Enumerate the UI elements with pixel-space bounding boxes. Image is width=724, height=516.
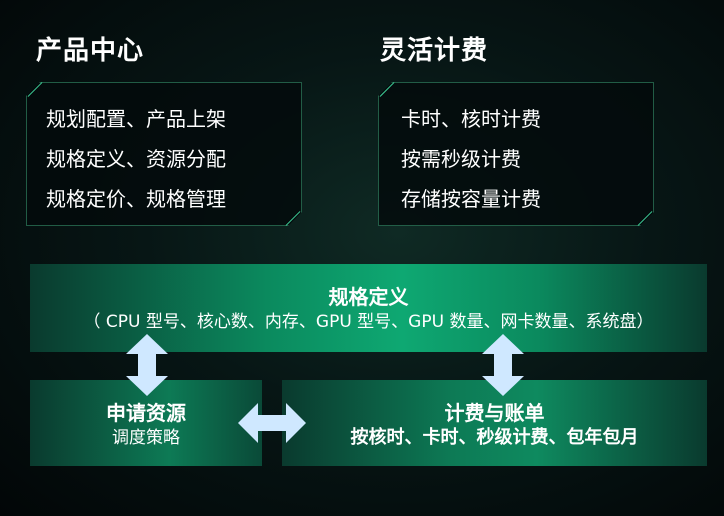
billing-block: 计费与账单 按核时、卡时、秒级计费、包年包月 xyxy=(282,380,707,466)
request-resource-subtitle: 调度策略 xyxy=(112,428,180,448)
spec-definition-block: 规格定义 （ CPU 型号、核心数、内存、GPU 型号、GPU 数量、网卡数量、… xyxy=(30,264,707,352)
flexible-billing-item: 卡时、核时计费 xyxy=(401,107,541,131)
double-arrow-vertical-icon xyxy=(126,334,168,396)
product-center-item: 规格定价、规格管理 xyxy=(46,187,226,211)
double-arrow-horizontal-icon xyxy=(238,403,306,443)
product-center-item: 规划配置、产品上架 xyxy=(46,107,226,131)
flexible-billing-title: 灵活计费 xyxy=(380,36,489,66)
flexible-billing-item: 存储按容量计费 xyxy=(401,187,541,211)
product-center-title: 产品中心 xyxy=(36,36,145,66)
flexible-billing-item: 按需秒级计费 xyxy=(401,147,521,171)
billing-subtitle: 按核时、卡时、秒级计费、包年包月 xyxy=(350,427,639,448)
flexible-billing-card: 卡时、核时计费 按需秒级计费 存储按容量计费 xyxy=(378,82,654,226)
billing-title: 计费与账单 xyxy=(444,401,545,425)
request-resource-title: 申请资源 xyxy=(106,401,186,425)
spec-definition-subtitle: （ CPU 型号、核心数、内存、GPU 型号、GPU 数量、网卡数量、系统盘） xyxy=(83,312,654,332)
double-arrow-vertical-icon xyxy=(482,334,524,396)
spec-definition-title: 规格定义 xyxy=(328,285,409,309)
product-center-item: 规格定义、资源分配 xyxy=(46,147,226,171)
product-center-card: 规划配置、产品上架 规格定义、资源分配 规格定价、规格管理 xyxy=(26,82,302,226)
